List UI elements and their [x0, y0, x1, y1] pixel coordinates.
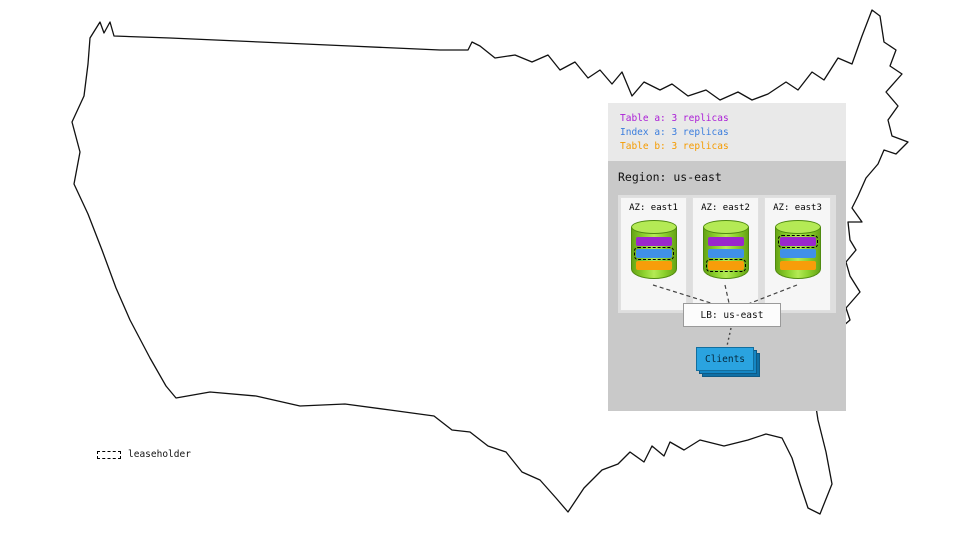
replica-legend: Table a: 3 replicas Index a: 3 replicas … [620, 112, 729, 154]
replica-stripe-index-a [633, 247, 674, 260]
database-cylinder [702, 220, 749, 284]
database-cylinder [774, 220, 821, 284]
replica-stripe-table-a [635, 237, 672, 246]
az-label: AZ: east3 [773, 203, 822, 213]
replica-stripe-table-a [707, 237, 744, 246]
load-balancer-box: LB: us-east [683, 303, 781, 327]
region-title: Region: us-east [618, 170, 722, 184]
replica-stripe-table-a [777, 235, 818, 248]
legend-item-table-b: Table b: 3 replicas [620, 141, 729, 152]
replica-stripe-table-b [779, 261, 816, 270]
replica-stripe-index-a [779, 249, 816, 258]
az-card-east1: AZ: east1 [620, 197, 687, 311]
az-card-east3: AZ: east3 [764, 197, 831, 311]
clients-box-front: Clients [696, 347, 754, 371]
leaseholder-label: leaseholder [128, 449, 191, 460]
az-label: AZ: east2 [701, 203, 750, 213]
replica-stripe-table-b [635, 261, 672, 270]
leaseholder-swatch-icon [97, 450, 121, 459]
database-cylinder [630, 220, 677, 284]
leaseholder-legend: leaseholder [97, 449, 191, 460]
database-cylinder-top [774, 220, 821, 234]
database-cylinder-top [630, 220, 677, 234]
replica-stripe-table-b [705, 259, 746, 272]
clients-box: Clients [696, 347, 760, 377]
az-card-east2: AZ: east2 [692, 197, 759, 311]
legend-item-index-a: Index a: 3 replicas [620, 127, 729, 138]
database-cylinder-top [702, 220, 749, 234]
replica-stripe-index-a [707, 249, 744, 258]
az-row: AZ: east1 AZ: east2 [618, 195, 836, 313]
legend-item-table-a: Table a: 3 replicas [620, 113, 729, 124]
az-label: AZ: east1 [629, 203, 678, 213]
